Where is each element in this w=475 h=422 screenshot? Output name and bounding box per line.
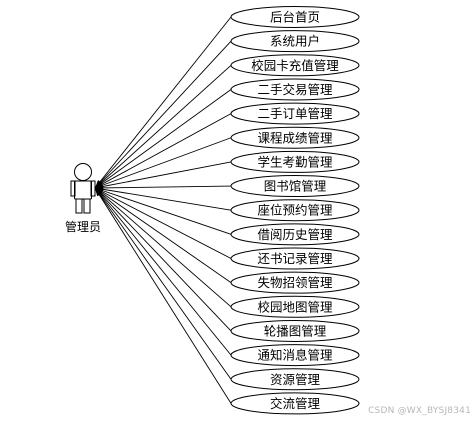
use-case-label: 后台首页 (270, 10, 320, 25)
use-case-label: 课程成绩管理 (257, 130, 333, 145)
use-case-ellipse (230, 319, 360, 342)
use-case-label: 系统用户 (270, 34, 320, 49)
use-case-label: 二手交易管理 (257, 82, 333, 97)
association-line (94, 187, 232, 235)
association-line (94, 64, 232, 189)
use-case-ellipse (230, 54, 360, 77)
use-case-label: 轮播图管理 (264, 323, 327, 338)
use-case-ellipse (230, 368, 360, 391)
association-line (94, 16, 232, 189)
actor-label: 管理员 (65, 219, 101, 234)
use-case: 图书馆管理 (230, 175, 360, 198)
arrowheads (95, 180, 104, 197)
association-line (94, 161, 232, 189)
use-case: 借阅历史管理 (230, 223, 360, 246)
actor-left-leg (75, 198, 83, 214)
actor-right-leg (83, 198, 91, 214)
use-case-label: 校园地图管理 (257, 299, 333, 314)
use-case: 后台首页 (230, 6, 360, 28)
association-line (94, 187, 232, 284)
use-case: 二手订单管理 (230, 102, 360, 125)
actor-body (74, 180, 92, 200)
use-case-label: 借阅历史管理 (257, 227, 333, 242)
use-case: 通知消息管理 (230, 344, 360, 367)
use-case-label: 学生考勤管理 (257, 154, 333, 169)
association-line (94, 187, 232, 259)
use-case: 系统用户 (230, 30, 360, 53)
watermark: CSDN @WX_BYSJ8341 (368, 406, 471, 416)
association-line (94, 187, 232, 404)
association-line (94, 187, 232, 380)
use-case: 资源管理 (230, 368, 360, 391)
use-case-ellipse (230, 102, 360, 125)
use-case-ellipse (230, 271, 360, 294)
association-line (94, 187, 232, 332)
use-case-label: 交流管理 (270, 396, 321, 411)
actor-head (74, 163, 92, 181)
use-case-label: 图书馆管理 (264, 179, 327, 194)
use-case: 座位预约管理 (230, 199, 360, 222)
use-case-ellipse (230, 78, 360, 101)
use-case: 交流管理 (230, 392, 360, 415)
association-lines (94, 16, 232, 404)
association-line (94, 40, 232, 189)
use-case: 还书记录管理 (230, 247, 360, 270)
use-case-ellipse (230, 126, 360, 149)
association-line (94, 187, 232, 356)
use-case-label: 座位预约管理 (257, 203, 333, 218)
actor-left-arm (70, 180, 76, 197)
use-case-ellipse (230, 392, 360, 415)
use-case-label: 失物招领管理 (257, 275, 333, 290)
association-line (94, 113, 232, 189)
use-case-label: 二手订单管理 (257, 106, 333, 121)
use-case-ellipse (230, 247, 360, 270)
use-case-ellipse (230, 30, 360, 53)
use-case-ellipse (230, 223, 360, 246)
use-case-ellipse (230, 150, 360, 173)
use-case-label: 资源管理 (270, 372, 321, 387)
use-case-ellipse (230, 175, 360, 198)
association-line (94, 187, 232, 211)
use-case: 失物招领管理 (230, 271, 360, 294)
use-case-list: 后台首页系统用户校园卡充值管理二手交易管理二手订单管理课程成绩管理学生考勤管理图… (230, 6, 360, 415)
use-case: 二手交易管理 (230, 78, 360, 101)
association-line (94, 185, 232, 189)
use-case-ellipse (230, 6, 360, 28)
use-case: 课程成绩管理 (230, 126, 360, 149)
use-case-label: 还书记录管理 (257, 251, 333, 266)
use-case: 学生考勤管理 (230, 150, 360, 173)
use-case: 校园地图管理 (230, 295, 360, 318)
association-line (94, 89, 232, 189)
use-case-ellipse (230, 199, 360, 222)
arrowhead (95, 188, 102, 197)
actor-administrator (70, 163, 96, 214)
use-case-label: 校园卡充值管理 (251, 58, 339, 73)
use-case: 校园卡充值管理 (230, 54, 360, 77)
use-case-label: 通知消息管理 (257, 348, 333, 363)
use-case-ellipse (230, 344, 360, 367)
association-line (94, 187, 232, 308)
use-case-ellipse (230, 295, 360, 318)
use-case: 轮播图管理 (230, 319, 360, 342)
association-line (94, 137, 232, 189)
actor-right-arm (90, 180, 96, 197)
